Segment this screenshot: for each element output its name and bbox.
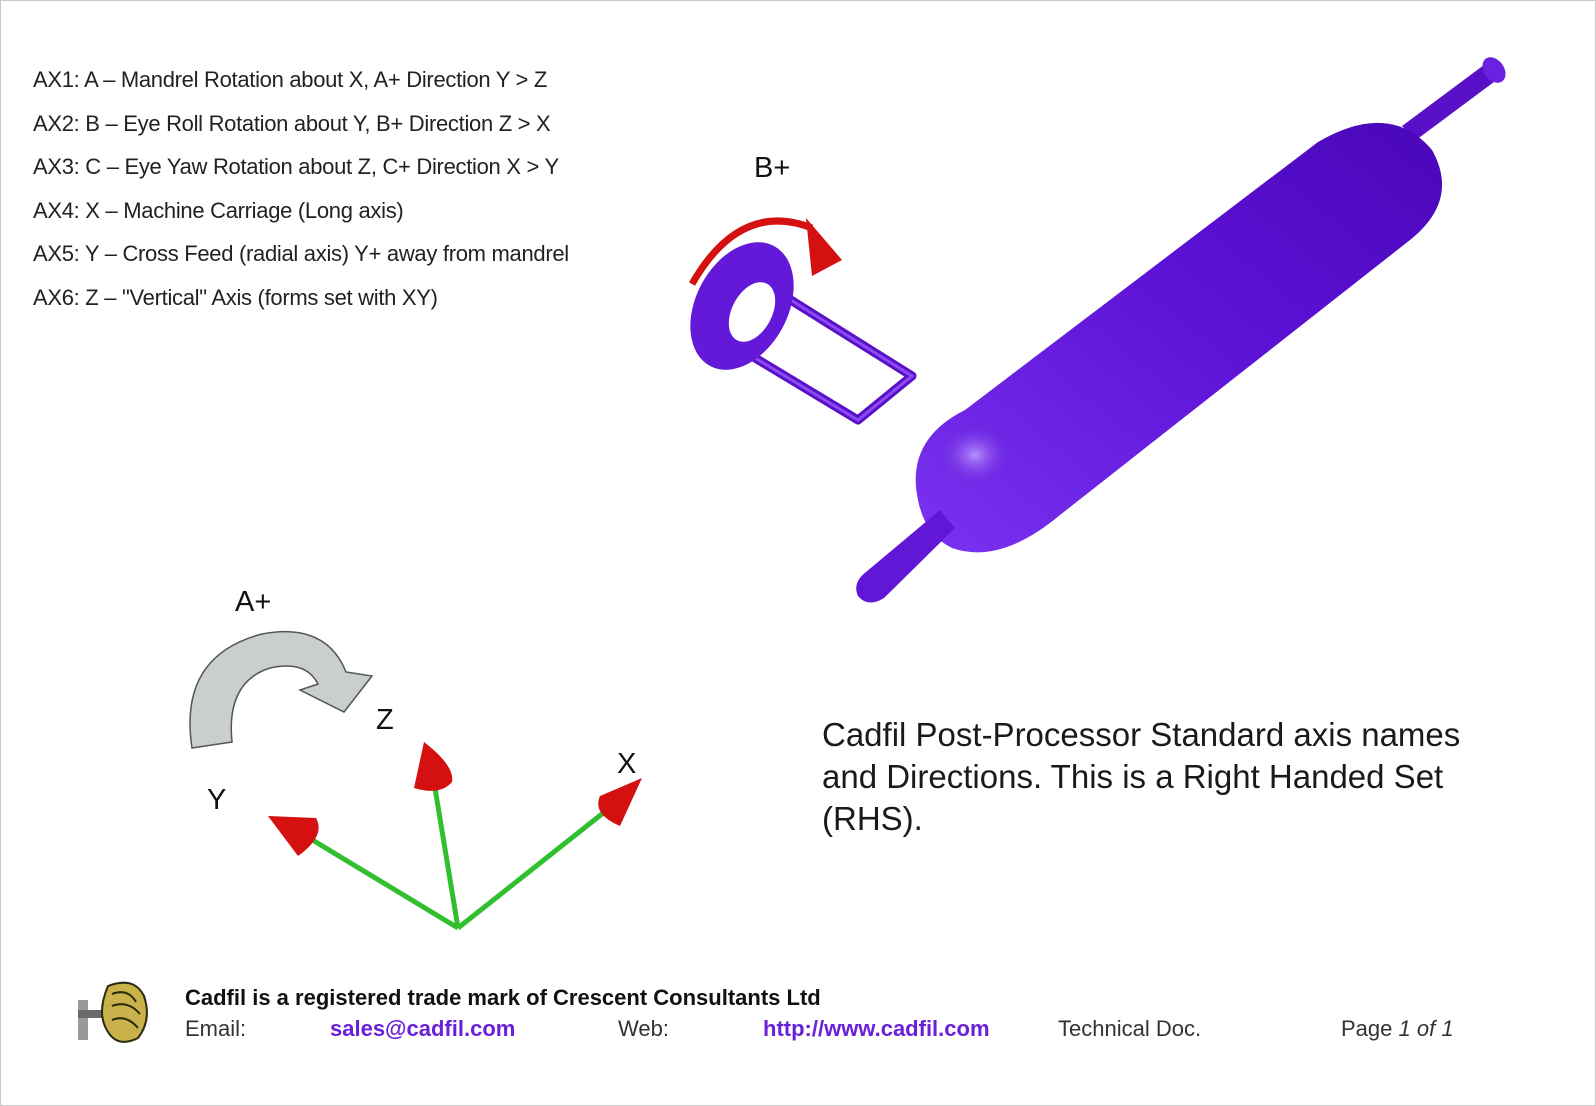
x-axis-line — [456, 804, 614, 930]
page-label: Page — [1341, 1016, 1393, 1041]
y-axis-label: Y — [207, 784, 227, 816]
trademark-notice: Cadfil is a registered trade mark of Cre… — [185, 985, 821, 1010]
doc-type: Technical Doc. — [1058, 1016, 1202, 1041]
axis-definition-ax3: AX3: C – Eye Yaw Rotation about Z, C+ Di… — [33, 154, 559, 179]
z-axis-line — [431, 781, 461, 929]
z-axis-label: Z — [376, 704, 394, 736]
b-plus-label: B+ — [754, 152, 791, 184]
winding-eye — [690, 242, 917, 425]
diagram-caption: Cadfil Post-Processor Standard axis name… — [822, 716, 1461, 837]
email-link[interactable]: sales@cadfil.com — [330, 1016, 516, 1041]
web-label: Web: — [618, 1016, 669, 1041]
mandrel-shaft-start — [856, 510, 955, 603]
axis-definition-ax2: AX2: B – Eye Roll Rotation about Y, B+ D… — [33, 110, 551, 136]
axis-definition-ax5: AX5: Y – Cross Feed (radial axis) Y+ awa… — [33, 241, 569, 266]
mandrel-body — [915, 122, 1443, 553]
a-plus-label: A+ — [235, 586, 272, 618]
x-axis-label: X — [617, 748, 637, 780]
page-value: 1 of 1 — [1398, 1016, 1454, 1041]
web-link[interactable]: http://www.cadfil.com — [763, 1016, 990, 1041]
page-indicator: Page 1 of 1 — [1341, 1016, 1454, 1042]
cadfil-logo-icon — [78, 981, 148, 1043]
axis-definitions-list: AX1: A – Mandrel Rotation about X, A+ Di… — [33, 64, 569, 325]
coordinate-axes — [268, 742, 642, 931]
axis-definition-ax6: AX6: Z – "Vertical" Axis (forms set with… — [33, 284, 438, 310]
axis-definition-ax1: AX1: A – Mandrel Rotation about X, A+ Di… — [33, 67, 548, 92]
mandrel-highlight — [937, 423, 1013, 487]
mandrel-shape — [856, 57, 1506, 603]
email-label: Email: — [185, 1016, 247, 1041]
y-axis-arrowhead — [268, 816, 319, 856]
mandrel-shaft-cap — [1482, 57, 1506, 83]
z-axis-arrowhead — [414, 742, 453, 791]
b-rotation-arrow-icon — [688, 217, 842, 286]
x-axis-arrowhead — [598, 778, 642, 826]
y-axis-line — [294, 827, 460, 931]
mandrel-shaft-end — [1402, 62, 1502, 140]
axis-definition-ax4: AX4: X – Machine Carriage (Long axis) — [33, 197, 404, 223]
a-rotation-arrow-icon — [189, 630, 374, 749]
